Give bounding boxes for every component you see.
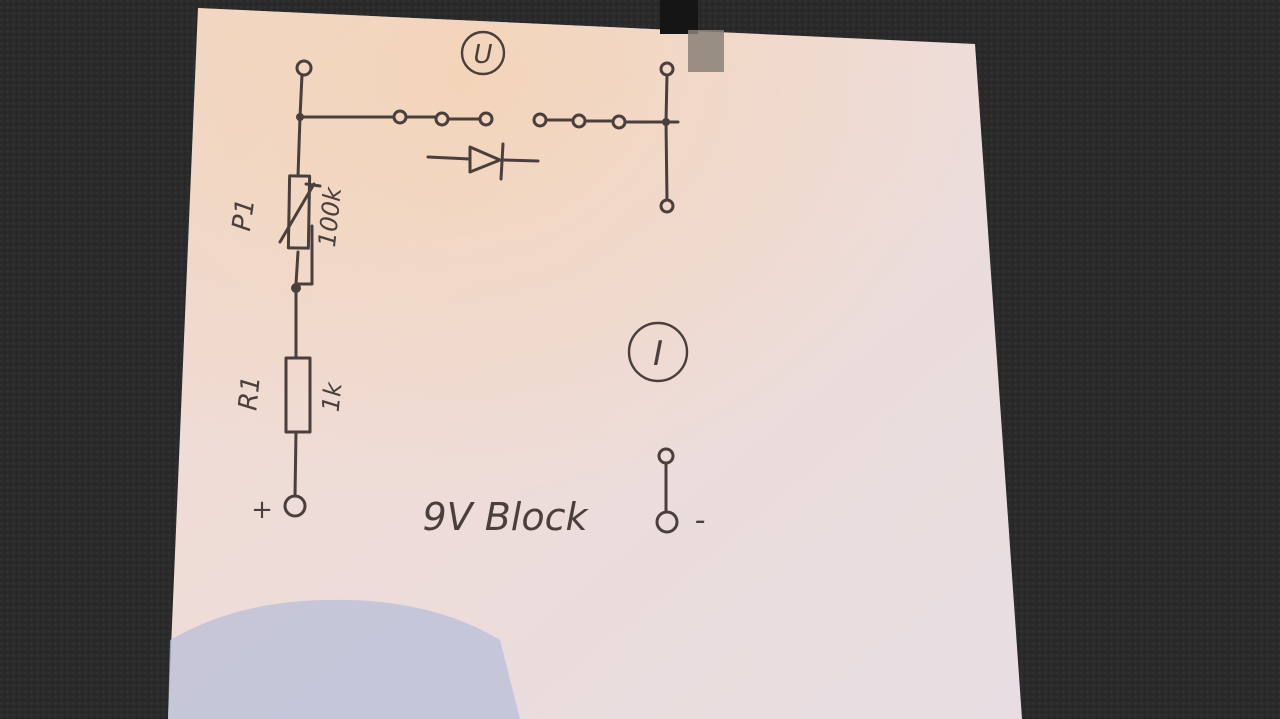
terminal-right-mid — [659, 198, 675, 214]
paper-warm-light — [168, 8, 1022, 719]
hand-shadow — [168, 599, 520, 719]
resistor-symbol — [284, 356, 312, 434]
battery-plus-terminal — [283, 494, 307, 518]
voltmeter-label: U — [473, 40, 492, 70]
ammeter-symbol: I — [627, 321, 689, 383]
top-gray-object — [688, 30, 724, 72]
wire — [298, 73, 304, 119]
potentiometer-name: P1 — [227, 197, 261, 233]
ammeter-label: I — [653, 334, 663, 374]
battery-label: 9V Block — [422, 495, 589, 539]
terminal — [478, 111, 494, 127]
voltmeter-symbol: U — [460, 30, 506, 76]
diode-symbol — [426, 142, 540, 181]
minus-label: - — [695, 503, 706, 538]
top-dark-object — [660, 0, 698, 34]
wire — [293, 430, 298, 498]
resistor-name: R1 — [233, 374, 266, 412]
plus-label: + — [251, 495, 273, 525]
battery-minus-terminal — [655, 510, 679, 534]
circuit-drawing: U P1 100k R1 1k + 9V Block - I — [227, 30, 706, 539]
potentiometer-symbol — [278, 174, 322, 286]
terminal-top-left — [295, 59, 313, 77]
potentiometer-value: 100k — [313, 185, 347, 248]
resistor-value: 1k — [317, 380, 348, 413]
wire — [296, 115, 302, 178]
